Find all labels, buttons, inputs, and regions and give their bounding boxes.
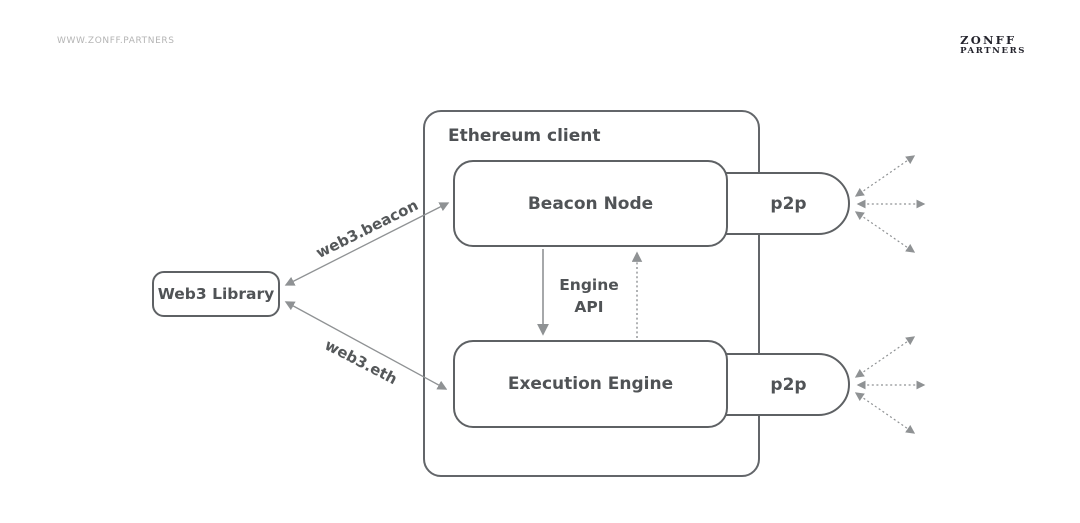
- p2p-top-peer-arrows: [854, 155, 926, 253]
- brand-logo-line1: ZONFF: [960, 33, 1017, 47]
- engine-api-label-line2: API: [574, 298, 604, 316]
- beacon-node-box: Beacon Node: [453, 160, 728, 247]
- web3-eth-edge-label: web3.eth: [321, 335, 401, 389]
- beacon-node-label: Beacon Node: [527, 193, 654, 214]
- p2p-node-top: p2p: [705, 172, 850, 235]
- brand-logo-line2: PARTNERS: [960, 46, 1026, 57]
- web3-eth-arrow: [284, 301, 448, 390]
- site-url-text: WWW.ZONFF.PARTNERS: [57, 36, 175, 46]
- web3-library-box: Web3 Library: [152, 271, 280, 317]
- web3-beacon-edge-label: web3.beacon: [312, 196, 422, 262]
- execution-engine-box: Execution Engine: [453, 340, 728, 428]
- p2p-top-label: p2p: [770, 193, 807, 214]
- p2p-bottom-label: p2p: [770, 374, 807, 395]
- web3-library-label: Web3 Library: [157, 285, 275, 303]
- engine-api-label: Engine API: [559, 274, 619, 318]
- ethereum-client-container: [423, 110, 760, 477]
- execution-engine-label: Execution Engine: [507, 374, 674, 394]
- brand-logo: ZONFF PARTNERS: [960, 33, 1026, 57]
- p2p-node-bottom: p2p: [705, 353, 850, 416]
- ethereum-client-label: Ethereum client: [448, 126, 601, 146]
- p2p-bottom-peer-arrows: [854, 336, 926, 434]
- engine-api-label-line1: Engine: [559, 276, 619, 294]
